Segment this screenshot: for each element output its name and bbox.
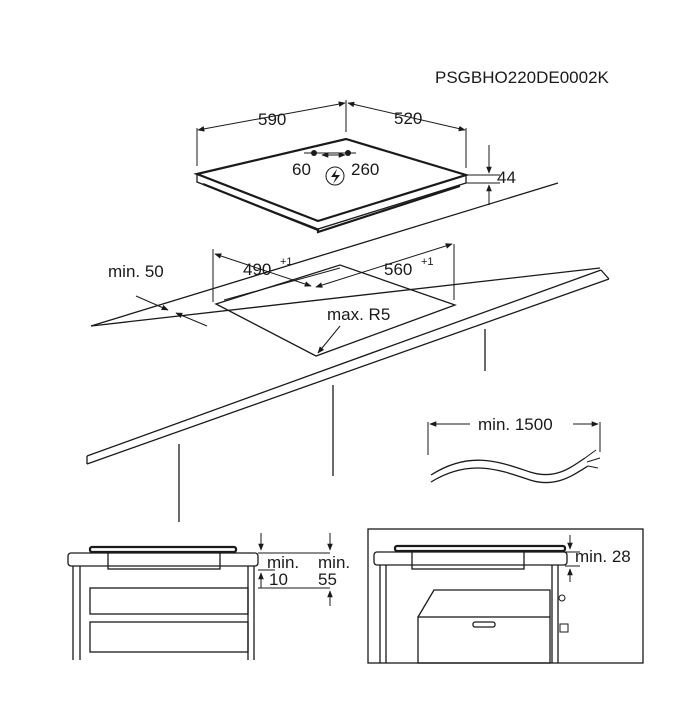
- hob-top-surface: [193, 137, 470, 223]
- hob-height-label: 44: [497, 168, 516, 187]
- cutout-depth-label: 490: [243, 260, 271, 279]
- worktop-left: [67, 552, 259, 567]
- hob-section-oven: [393, 544, 567, 553]
- worktop-right: [373, 551, 568, 566]
- counter-back-edge: [90, 182, 559, 327]
- counter-front-bottom: [86, 278, 610, 465]
- hob-section: [88, 545, 238, 554]
- oven-knob-lower: [559, 623, 569, 633]
- drawer-upper: [89, 587, 249, 615]
- hob-body-section: [107, 551, 221, 570]
- cable-upper: [430, 457, 586, 476]
- terminal-right-label: 260: [351, 160, 379, 179]
- cable-drawing: min. 1500: [427, 415, 601, 484]
- cutout-width-label: 560: [384, 260, 412, 279]
- oven-gap-label: min. 28: [575, 547, 631, 566]
- hob-body-section-oven: [411, 550, 525, 570]
- cutout-width-tolerance: +1: [421, 256, 434, 268]
- oven-top: [417, 589, 551, 618]
- hob-bottom-edge: [202, 182, 461, 234]
- hob-sides: [196, 174, 467, 230]
- hob-drawing: 590 520 44 60 260: [193, 100, 516, 234]
- drawer-gap-hob-value: 10: [269, 570, 288, 589]
- edge-distance-label: min. 50: [108, 262, 164, 281]
- electric-warning-icon: [325, 166, 345, 186]
- dim-520-line: [347, 101, 466, 132]
- cable-lower: [430, 465, 589, 484]
- hob-width-label: 590: [258, 110, 286, 129]
- dim-490-line: [214, 253, 312, 287]
- drawer-lower: [89, 621, 249, 653]
- drawer-install-detail: min. 10 min. 55: [67, 533, 350, 660]
- dim-590-line: [197, 101, 346, 132]
- document-code: PSGBHO220DE0002K: [435, 68, 610, 87]
- dim-560-line: [315, 243, 453, 288]
- cutout-depth-tolerance: +1: [280, 256, 293, 268]
- drawer-gap-drawer-label: min.: [318, 553, 350, 572]
- drawer-gap-hob-label: min.: [267, 553, 299, 572]
- oven-knob-upper: [558, 594, 566, 602]
- terminal-left-label: 60: [292, 160, 311, 179]
- cable-length-label: min. 1500: [478, 415, 553, 434]
- countertop-drawing: 490 +1 560 +1 min. 50 max. R5: [86, 182, 610, 522]
- drawer-gap-drawer-value: 55: [318, 570, 337, 589]
- hob-depth-label: 520: [394, 109, 422, 128]
- oven-body: [417, 616, 551, 664]
- counter-front-top: [86, 269, 602, 457]
- corner-radius-label: max. R5: [327, 305, 390, 324]
- oven-install-detail: min. 28: [367, 528, 644, 664]
- oven-handle: [472, 621, 496, 628]
